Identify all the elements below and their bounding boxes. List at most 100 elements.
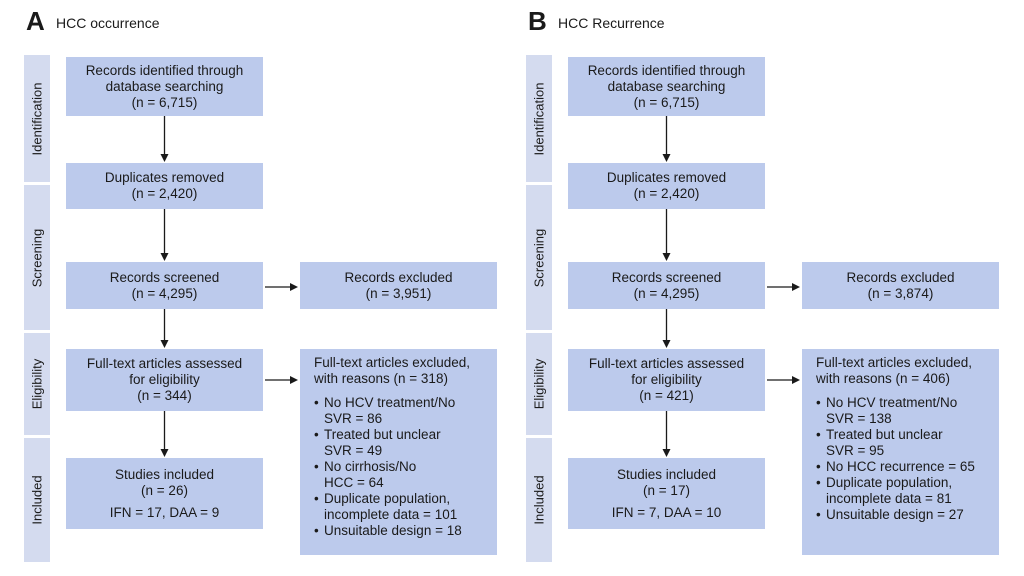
box-text-line: Full-text articles assessed xyxy=(86,356,243,371)
box-text-line: Records identified through xyxy=(587,62,746,78)
reason-text-line: No HCV treatment/No xyxy=(826,395,958,410)
flow-arrows xyxy=(160,116,298,457)
reason-text-line: Unsuitable design = 27 xyxy=(826,507,964,522)
panel-title: HCC Recurrence xyxy=(558,15,665,31)
box-text-line: for eligibility xyxy=(129,372,200,387)
records-excluded-box: Records excluded(n = 3,951) xyxy=(300,262,497,309)
arrow-to-fulltext-excluded xyxy=(265,376,298,384)
box-text-line: Duplicates removed xyxy=(606,170,727,185)
box-text-line: (n = 3,951) xyxy=(365,285,432,301)
excluded-header-line: Full-text articles excluded, xyxy=(314,355,471,370)
arrow-to-excluded xyxy=(767,283,800,291)
arrow-to-included xyxy=(160,411,169,457)
duplicates-removed-box: Duplicates removed(n = 2,420) xyxy=(66,163,263,209)
fulltext-excluded-box: Full-text articles excluded,with reasons… xyxy=(802,349,999,555)
arrow-to-screened xyxy=(662,209,671,261)
reason-text-line: incomplete data = 81 xyxy=(826,491,952,506)
box-text-line: database searching xyxy=(607,78,726,94)
reason-text-line: Treated but unclear xyxy=(826,427,943,442)
box-text-line: Studies included xyxy=(114,466,215,482)
box-text-line: database searching xyxy=(105,78,224,94)
reason-text-line: SVR = 49 xyxy=(324,443,383,458)
stage-identification: Identification xyxy=(526,55,552,182)
studies-included-box: Studies included(n = 17) IFN = 7, DAA = 1… xyxy=(568,458,765,529)
arrow-to-assessed xyxy=(662,309,671,348)
excluded-header-line: with reasons (n = 406) xyxy=(816,371,950,386)
reason-text-line: Unsuitable design = 18 xyxy=(324,523,462,538)
flow-arrows xyxy=(662,116,800,457)
exclusion-reason: Duplicate population,incomplete data = 8… xyxy=(816,475,989,507)
box-text-line: (n = 17) xyxy=(643,482,690,498)
records-screened-box: Records screened(n = 4,295) xyxy=(568,262,765,309)
stage-included: Included xyxy=(24,438,50,562)
arrow-to-included xyxy=(662,411,671,457)
box-text-line: Studies included xyxy=(616,466,717,482)
records-screened-box: Records screened(n = 4,295) xyxy=(66,262,263,309)
reason-text-line: Treated but unclear xyxy=(324,427,441,442)
reason-text-line: HCC = 64 xyxy=(324,475,384,490)
box-text-line: (n = 6,715) xyxy=(131,94,198,110)
box-text-line: Records excluded xyxy=(344,269,453,285)
box-text-line: (n = 2,420) xyxy=(131,186,198,201)
included-stats: IFN = 17, DAA = 9 xyxy=(109,504,220,520)
box-text-line: (n = 6,715) xyxy=(633,94,700,110)
box-text-line: (n = 4,295) xyxy=(131,285,198,301)
stage-screening: Screening xyxy=(526,185,552,330)
reason-text-line: SVR = 86 xyxy=(324,411,383,426)
exclusion-reason: Unsuitable design = 18 xyxy=(314,523,487,539)
studies-included-box: Studies included(n = 26) IFN = 17, DAA = … xyxy=(66,458,263,529)
included-stats: IFN = 7, DAA = 10 xyxy=(611,504,722,520)
box-text-line: (n = 3,874) xyxy=(867,285,934,301)
arrow-to-screened xyxy=(160,209,169,261)
panel-letter: B xyxy=(528,6,547,36)
reason-text-line: No cirrhosis/No xyxy=(324,459,417,474)
stage-eligibility: Eligibility xyxy=(526,333,552,435)
arrow-to-duplicates xyxy=(160,116,169,162)
box-text-line: Full-text articles assessed xyxy=(588,356,745,371)
box-text-line: (n = 4,295) xyxy=(633,285,700,301)
exclusion-reason: No HCC recurrence = 65 xyxy=(816,459,989,475)
excluded-header-line: Full-text articles excluded, xyxy=(816,355,973,370)
box-text-line: Records screened xyxy=(109,269,220,285)
stage-eligibility: Eligibility xyxy=(24,333,50,435)
exclusion-reason: Unsuitable design = 27 xyxy=(816,507,989,523)
excluded-header-line: with reasons (n = 318) xyxy=(314,371,448,386)
reason-text-line: Duplicate population, xyxy=(324,491,451,506)
box-text-line: Duplicates removed xyxy=(104,170,225,185)
reason-text-line: No HCV treatment/No xyxy=(324,395,456,410)
panel-title: HCC occurrence xyxy=(56,15,160,31)
stage-screening: Screening xyxy=(24,185,50,330)
box-text-line: Records screened xyxy=(611,269,722,285)
reason-text-line: SVR = 138 xyxy=(826,411,892,426)
arrow-to-excluded xyxy=(265,283,298,291)
fulltext-excluded-box: Full-text articles excluded,with reasons… xyxy=(300,349,497,555)
reason-text-line: SVR = 95 xyxy=(826,443,885,458)
reason-text-line: Duplicate population, xyxy=(826,475,953,490)
reason-text-line: incomplete data = 101 xyxy=(324,507,458,522)
arrow-to-duplicates xyxy=(662,116,671,162)
reason-text-line: No HCC recurrence = 65 xyxy=(826,459,975,474)
stage-included: Included xyxy=(526,438,552,562)
box-text-line: (n = 26) xyxy=(141,482,188,498)
box-text-line: (n = 421) xyxy=(639,388,694,403)
arrow-to-assessed xyxy=(160,309,169,348)
box-text-line: Records excluded xyxy=(846,269,955,285)
records-excluded-box: Records excluded(n = 3,874) xyxy=(802,262,999,309)
box-text-line: Records identified through xyxy=(85,62,244,78)
box-text-line: (n = 2,420) xyxy=(633,186,700,201)
exclusion-reason: Duplicate population,incomplete data = 1… xyxy=(314,491,487,523)
panel-letter: A xyxy=(26,6,45,36)
box-text-line: for eligibility xyxy=(631,372,702,387)
